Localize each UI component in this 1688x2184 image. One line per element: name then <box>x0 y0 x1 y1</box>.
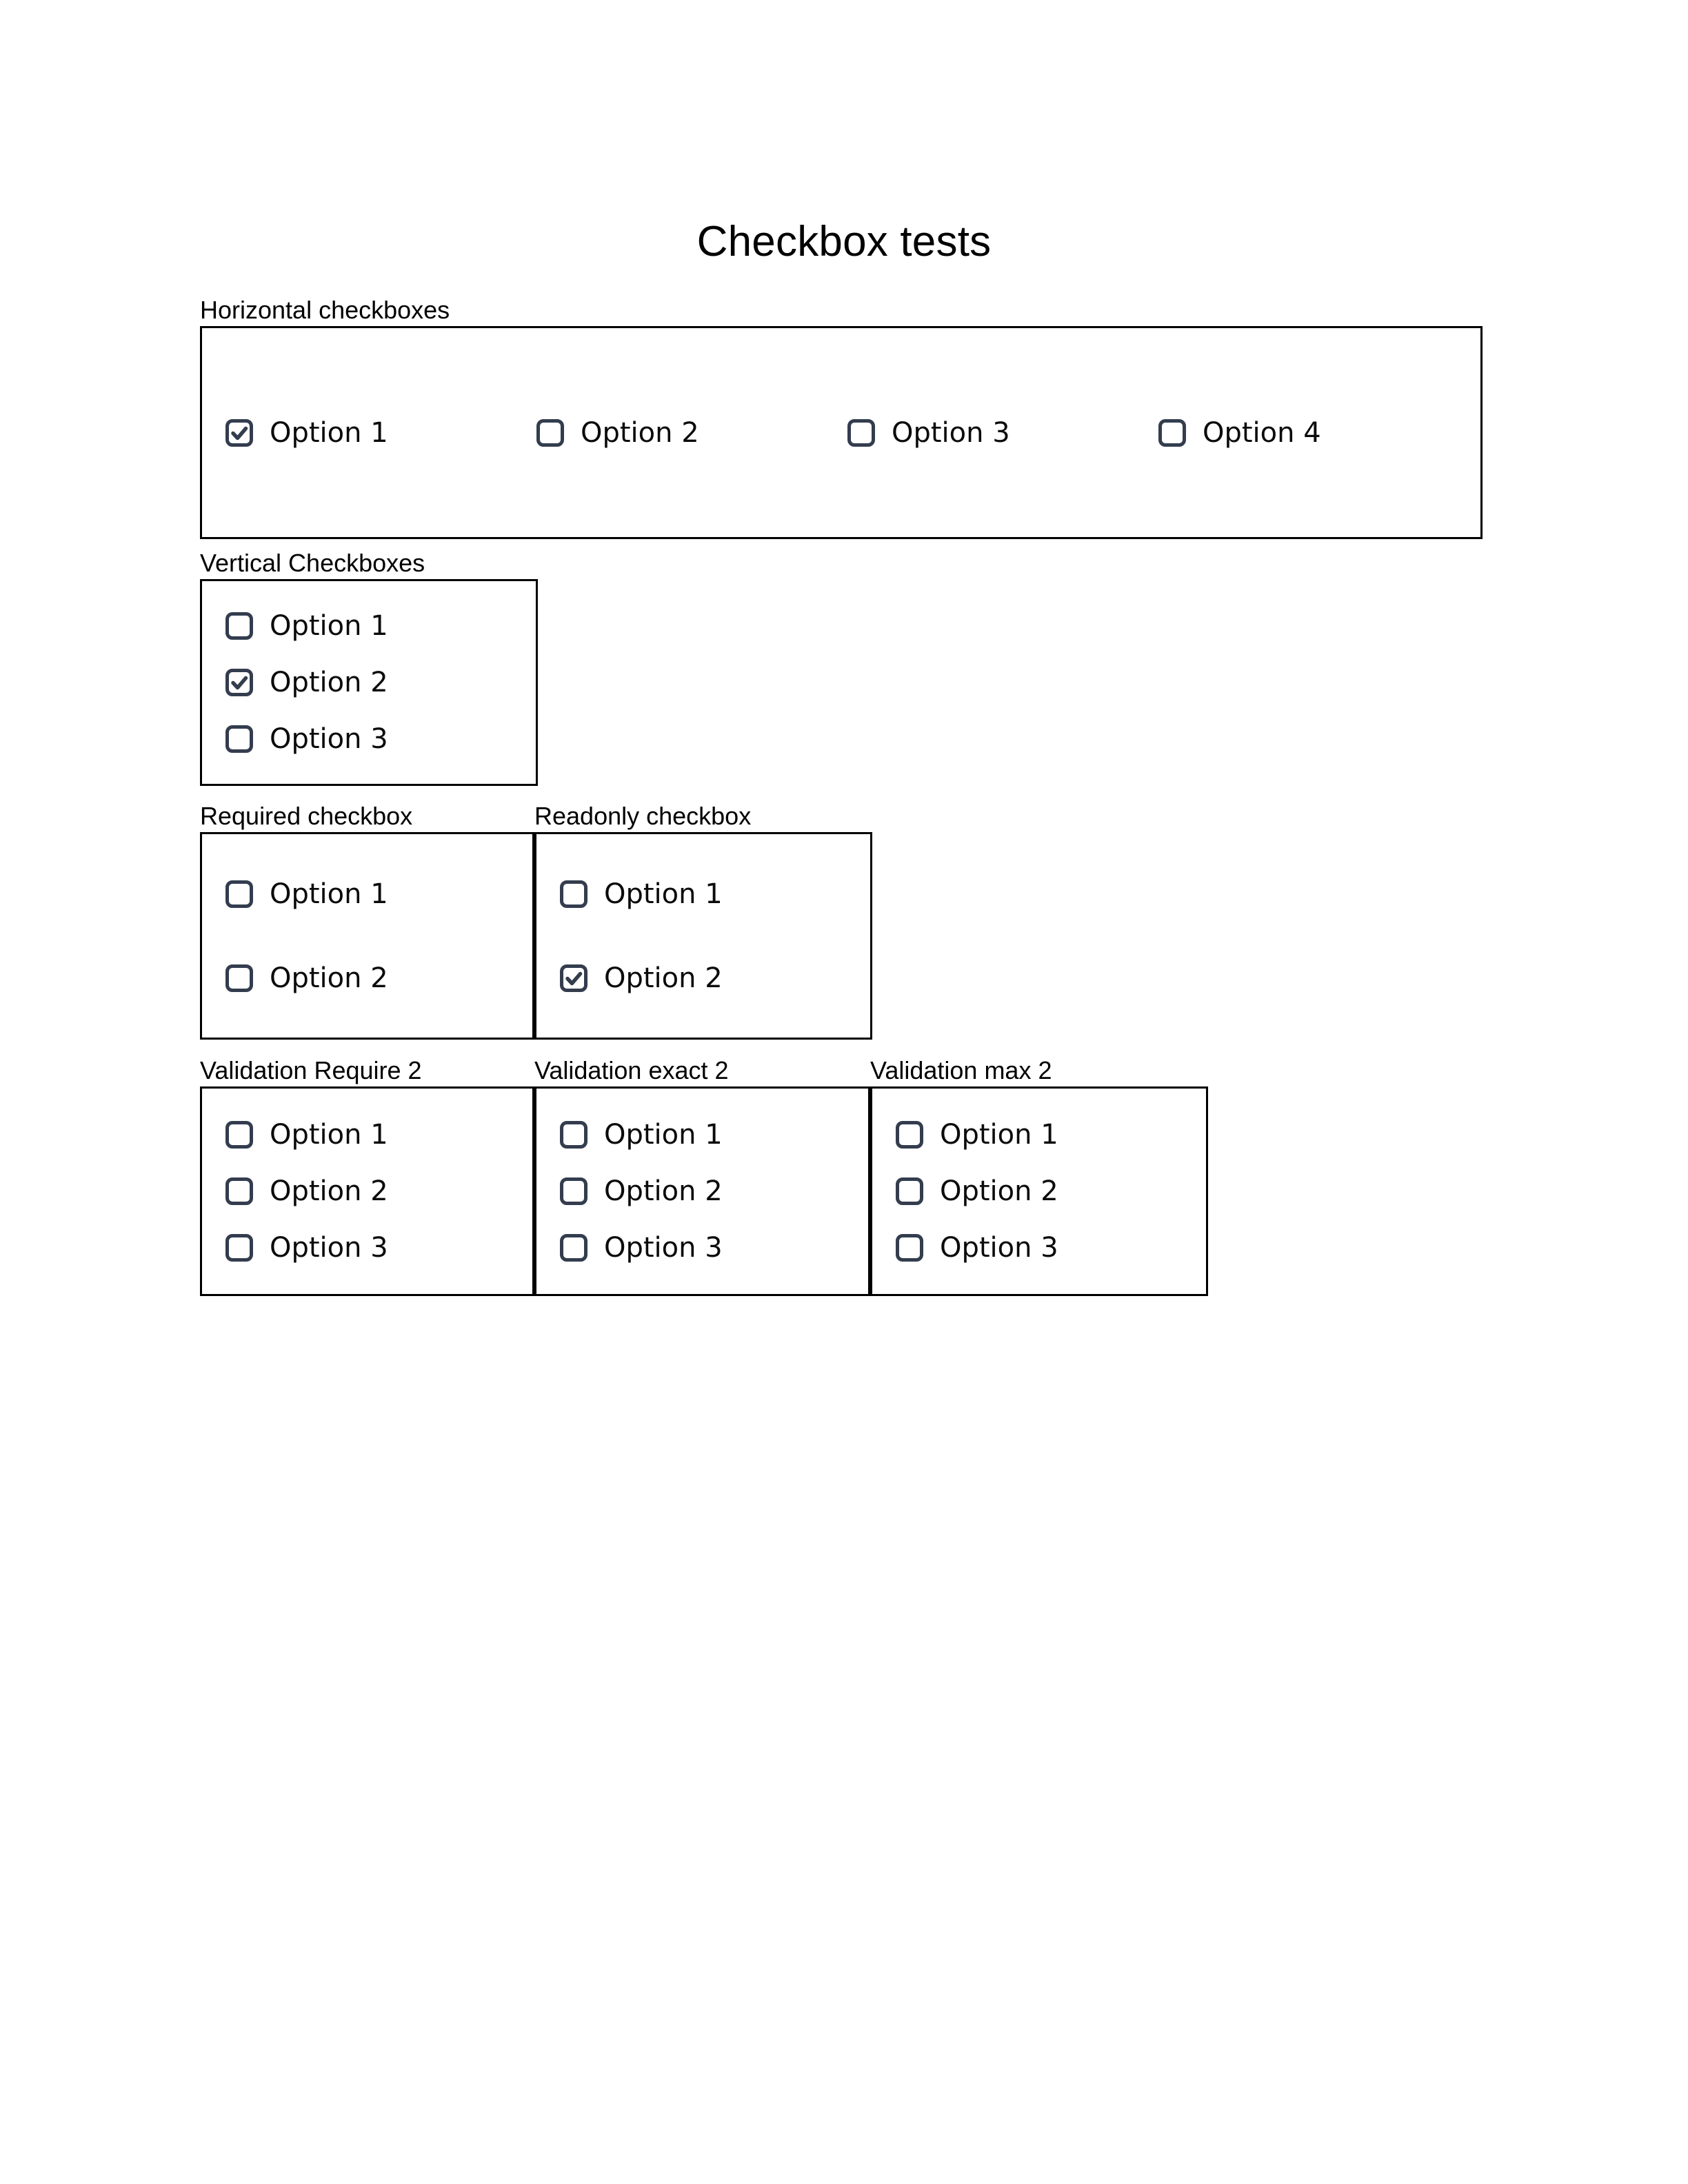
checkbox-label: Option 2 <box>604 1175 723 1207</box>
group-legend-val-max: Validation max 2 <box>870 1056 1052 1084</box>
checkbox-option-horizontal-1[interactable]: Option 1 <box>224 418 388 448</box>
checkbox-label: Option 1 <box>270 878 388 910</box>
checkbox-blank-icon[interactable] <box>224 1176 254 1206</box>
checkbox-label: Option 2 <box>270 667 388 698</box>
checkbox-blank-icon[interactable] <box>1157 418 1187 448</box>
checkbox-label: Option 2 <box>581 416 699 449</box>
checkbox-label: Option 1 <box>604 1119 723 1151</box>
checkbox-label: Option 3 <box>940 1232 1058 1264</box>
checkbox-blank-icon[interactable] <box>894 1120 925 1150</box>
checkbox-blank-icon[interactable] <box>224 1233 254 1263</box>
checkbox-option-vertical-2[interactable]: Option 2 <box>224 654 536 711</box>
checkbox-option-val-max-2[interactable]: Option 2 <box>894 1163 1206 1220</box>
group-border-horizontal: Option 1 Option 2 Option 3 Option 4 <box>200 326 1483 539</box>
checkbox-blank-icon[interactable] <box>894 1176 925 1206</box>
group-body-val-exact: Option 1 Option 2 Option 3 <box>536 1089 868 1294</box>
group-border-val-max: Option 1 Option 2 Option 3 <box>870 1086 1208 1296</box>
checkbox-blank-icon[interactable] <box>224 724 254 754</box>
group-border-val-exact: Option 1 Option 2 Option 3 <box>534 1086 870 1296</box>
checkbox-blank-icon[interactable] <box>224 963 254 993</box>
group-body-horizontal: Option 1 Option 2 Option 3 Option 4 <box>202 328 1480 537</box>
checkbox-label: Option 1 <box>940 1119 1058 1151</box>
checkbox-option-val-max-3[interactable]: Option 3 <box>894 1220 1206 1276</box>
checkbox-label: Option 1 <box>604 878 723 910</box>
checkbox-blank-icon[interactable] <box>224 611 254 641</box>
group-legend-val-require: Validation Require 2 <box>200 1056 422 1084</box>
checkbox-label: Option 3 <box>604 1232 723 1264</box>
checkbox-option-horizontal-3[interactable]: Option 3 <box>846 418 1010 448</box>
group-body-val-require: Option 1 Option 2 Option 3 <box>202 1089 532 1294</box>
group-legend-val-exact: Validation exact 2 <box>534 1056 729 1084</box>
checkbox-blank-icon[interactable] <box>535 418 565 448</box>
group-legend-required: Required checkbox <box>200 802 413 830</box>
checkbox-option-readonly-1[interactable]: Option 1 <box>559 852 870 936</box>
group-body-readonly: Option 1 Option 2 <box>536 834 870 1038</box>
checkbox-option-required-1[interactable]: Option 1 <box>224 852 532 936</box>
checkbox-option-horizontal-4[interactable]: Option 4 <box>1157 418 1321 448</box>
checkbox-option-val-require-3[interactable]: Option 3 <box>224 1220 532 1276</box>
checkbox-option-val-require-1[interactable]: Option 1 <box>224 1106 532 1163</box>
checkbox-label: Option 2 <box>940 1175 1058 1207</box>
checkbox-blank-icon[interactable] <box>559 879 589 909</box>
group-legend-horizontal: Horizontal checkboxes <box>200 296 450 324</box>
checkbox-checked-icon[interactable] <box>559 963 589 993</box>
checkbox-option-val-exact-2[interactable]: Option 2 <box>559 1163 868 1220</box>
checkbox-option-val-require-2[interactable]: Option 2 <box>224 1163 532 1220</box>
checkbox-option-horizontal-2[interactable]: Option 2 <box>535 418 699 448</box>
checkbox-label: Option 4 <box>1203 416 1321 449</box>
checkbox-label: Option 2 <box>270 1175 388 1207</box>
checkbox-option-val-exact-1[interactable]: Option 1 <box>559 1106 868 1163</box>
checkbox-option-readonly-2[interactable]: Option 2 <box>559 936 870 1020</box>
checkbox-checked-icon[interactable] <box>224 418 254 448</box>
checkbox-blank-icon[interactable] <box>894 1233 925 1263</box>
group-body-required: Option 1 Option 2 <box>202 834 532 1038</box>
checkbox-blank-icon[interactable] <box>559 1233 589 1263</box>
checkbox-blank-icon[interactable] <box>846 418 876 448</box>
checkbox-label: Option 1 <box>270 1119 388 1151</box>
checkbox-label: Option 2 <box>604 962 723 994</box>
checkbox-label: Option 1 <box>270 416 388 449</box>
group-legend-vertical: Vertical Checkboxes <box>200 549 425 577</box>
checkbox-option-required-2[interactable]: Option 2 <box>224 936 532 1020</box>
checkbox-option-val-max-1[interactable]: Option 1 <box>894 1106 1206 1163</box>
group-body-vertical: Option 1 Option 2 Option 3 <box>202 581 536 784</box>
group-border-vertical: Option 1 Option 2 Option 3 <box>200 579 538 786</box>
checkbox-checked-icon[interactable] <box>224 667 254 698</box>
checkbox-blank-icon[interactable] <box>224 879 254 909</box>
group-border-val-require: Option 1 Option 2 Option 3 <box>200 1086 534 1296</box>
checkbox-option-val-exact-3[interactable]: Option 3 <box>559 1220 868 1276</box>
checkbox-label: Option 3 <box>270 723 388 755</box>
checkbox-group-val-max: Validation max 2 Option 1 Option 2 Option 3 <box>870 1056 1208 1296</box>
checkbox-label: Option 2 <box>270 962 388 994</box>
checkbox-option-vertical-3[interactable]: Option 3 <box>224 711 536 767</box>
group-border-readonly: Option 1 Option 2 <box>534 832 872 1040</box>
checkbox-option-vertical-1[interactable]: Option 1 <box>224 598 536 654</box>
checkbox-label: Option 3 <box>892 416 1010 449</box>
checkbox-label: Option 3 <box>270 1232 388 1264</box>
group-body-val-max: Option 1 Option 2 Option 3 <box>872 1089 1206 1294</box>
group-legend-readonly: Readonly checkbox <box>534 802 752 830</box>
group-border-required: Option 1 Option 2 <box>200 832 534 1040</box>
checkbox-blank-icon[interactable] <box>559 1176 589 1206</box>
checkbox-blank-icon[interactable] <box>559 1120 589 1150</box>
checkbox-blank-icon[interactable] <box>224 1120 254 1150</box>
checkbox-label: Option 1 <box>270 610 388 642</box>
page-title: Checkbox tests <box>696 217 992 265</box>
